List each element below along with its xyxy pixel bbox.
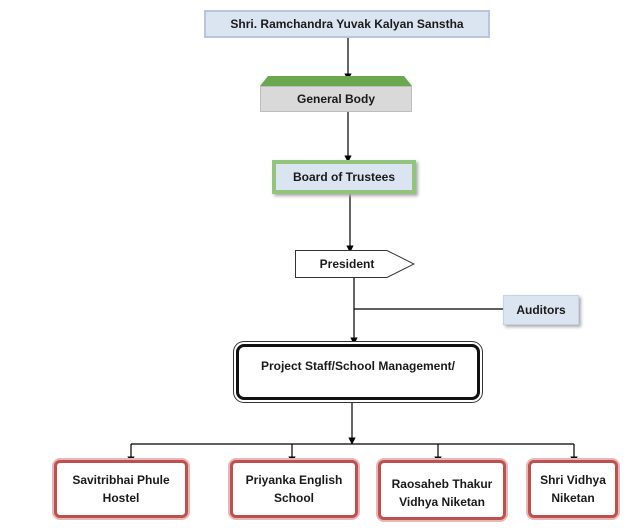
president-label: President xyxy=(319,257,375,271)
auditors-node: Auditors xyxy=(503,295,579,325)
school-node-shri-vidhya-niketan: Shri Vidhya Niketan xyxy=(528,460,618,518)
project-staff-node: Project Staff/School Management/ xyxy=(236,344,480,400)
board-of-trustees-node: Board of Trustees xyxy=(272,160,416,194)
root-node-label: Shri. Ramchandra Yuvak Kalyan Sanstha xyxy=(230,17,464,31)
school-label: Shri Vidhya Niketan xyxy=(540,473,606,505)
general-body-label: General Body xyxy=(296,92,376,106)
auditors-label: Auditors xyxy=(516,303,566,317)
president-node: President xyxy=(295,250,415,278)
general-body-top-bevel xyxy=(260,76,412,86)
root-node: Shri. Ramchandra Yuvak Kalyan Sanstha xyxy=(204,10,490,38)
school-node-savitribhai-phule-hostel: Savitribhai Phule Hostel xyxy=(54,460,188,518)
general-body-node: General Body xyxy=(260,76,412,112)
president-pentagon-shape xyxy=(295,250,415,278)
board-of-trustees-label: Board of Trustees xyxy=(276,164,412,190)
school-label: Savitribhai Phule Hostel xyxy=(72,473,170,505)
school-node-raosaheb-thakur-vidhya-niketan: Raosaheb Thakur Vidhya Niketan xyxy=(378,460,506,520)
school-node-priyanka-english-school: Priyanka English School xyxy=(230,460,358,518)
school-label: Raosaheb Thakur Vidhya Niketan xyxy=(391,477,493,509)
school-label: Priyanka English School xyxy=(245,473,343,505)
general-body-face: General Body xyxy=(260,86,412,112)
project-staff-label: Project Staff/School Management/ xyxy=(260,359,456,373)
